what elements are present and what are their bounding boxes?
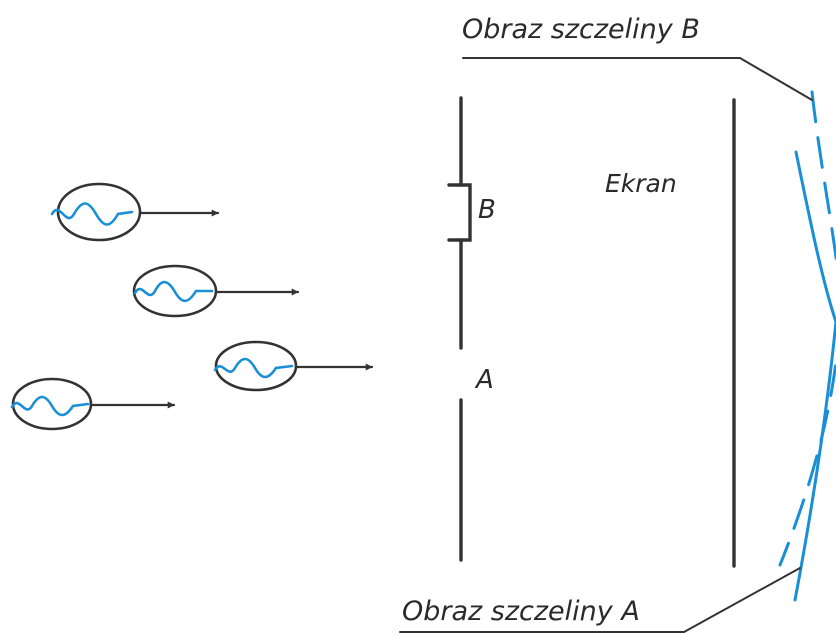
slit-b-label: B — [478, 195, 496, 225]
slit-barrier — [447, 96, 472, 562]
image-a-leader-line — [399, 567, 801, 633]
image-b-label: Obraz szczeliny B — [462, 14, 700, 45]
particle-4-wave-icon — [10, 395, 90, 417]
slit-b-image-curve — [778, 90, 836, 567]
slit-a-label: A — [474, 365, 494, 395]
slit-a-image-curve — [793, 150, 836, 602]
slit-b-shutter — [447, 183, 472, 242]
particle-4 — [10, 377, 176, 431]
particle-2 — [132, 264, 300, 318]
particle-2-wave-icon — [133, 280, 214, 303]
image-b-leader-line — [462, 57, 813, 101]
particle-1-wave-icon — [50, 202, 134, 226]
particle-3-wave-icon — [213, 357, 294, 379]
screen-label: Ekran — [605, 169, 677, 198]
particle-3 — [213, 340, 374, 392]
image-a-label: Obraz szczeliny A — [402, 596, 640, 627]
particle-1 — [50, 182, 220, 242]
